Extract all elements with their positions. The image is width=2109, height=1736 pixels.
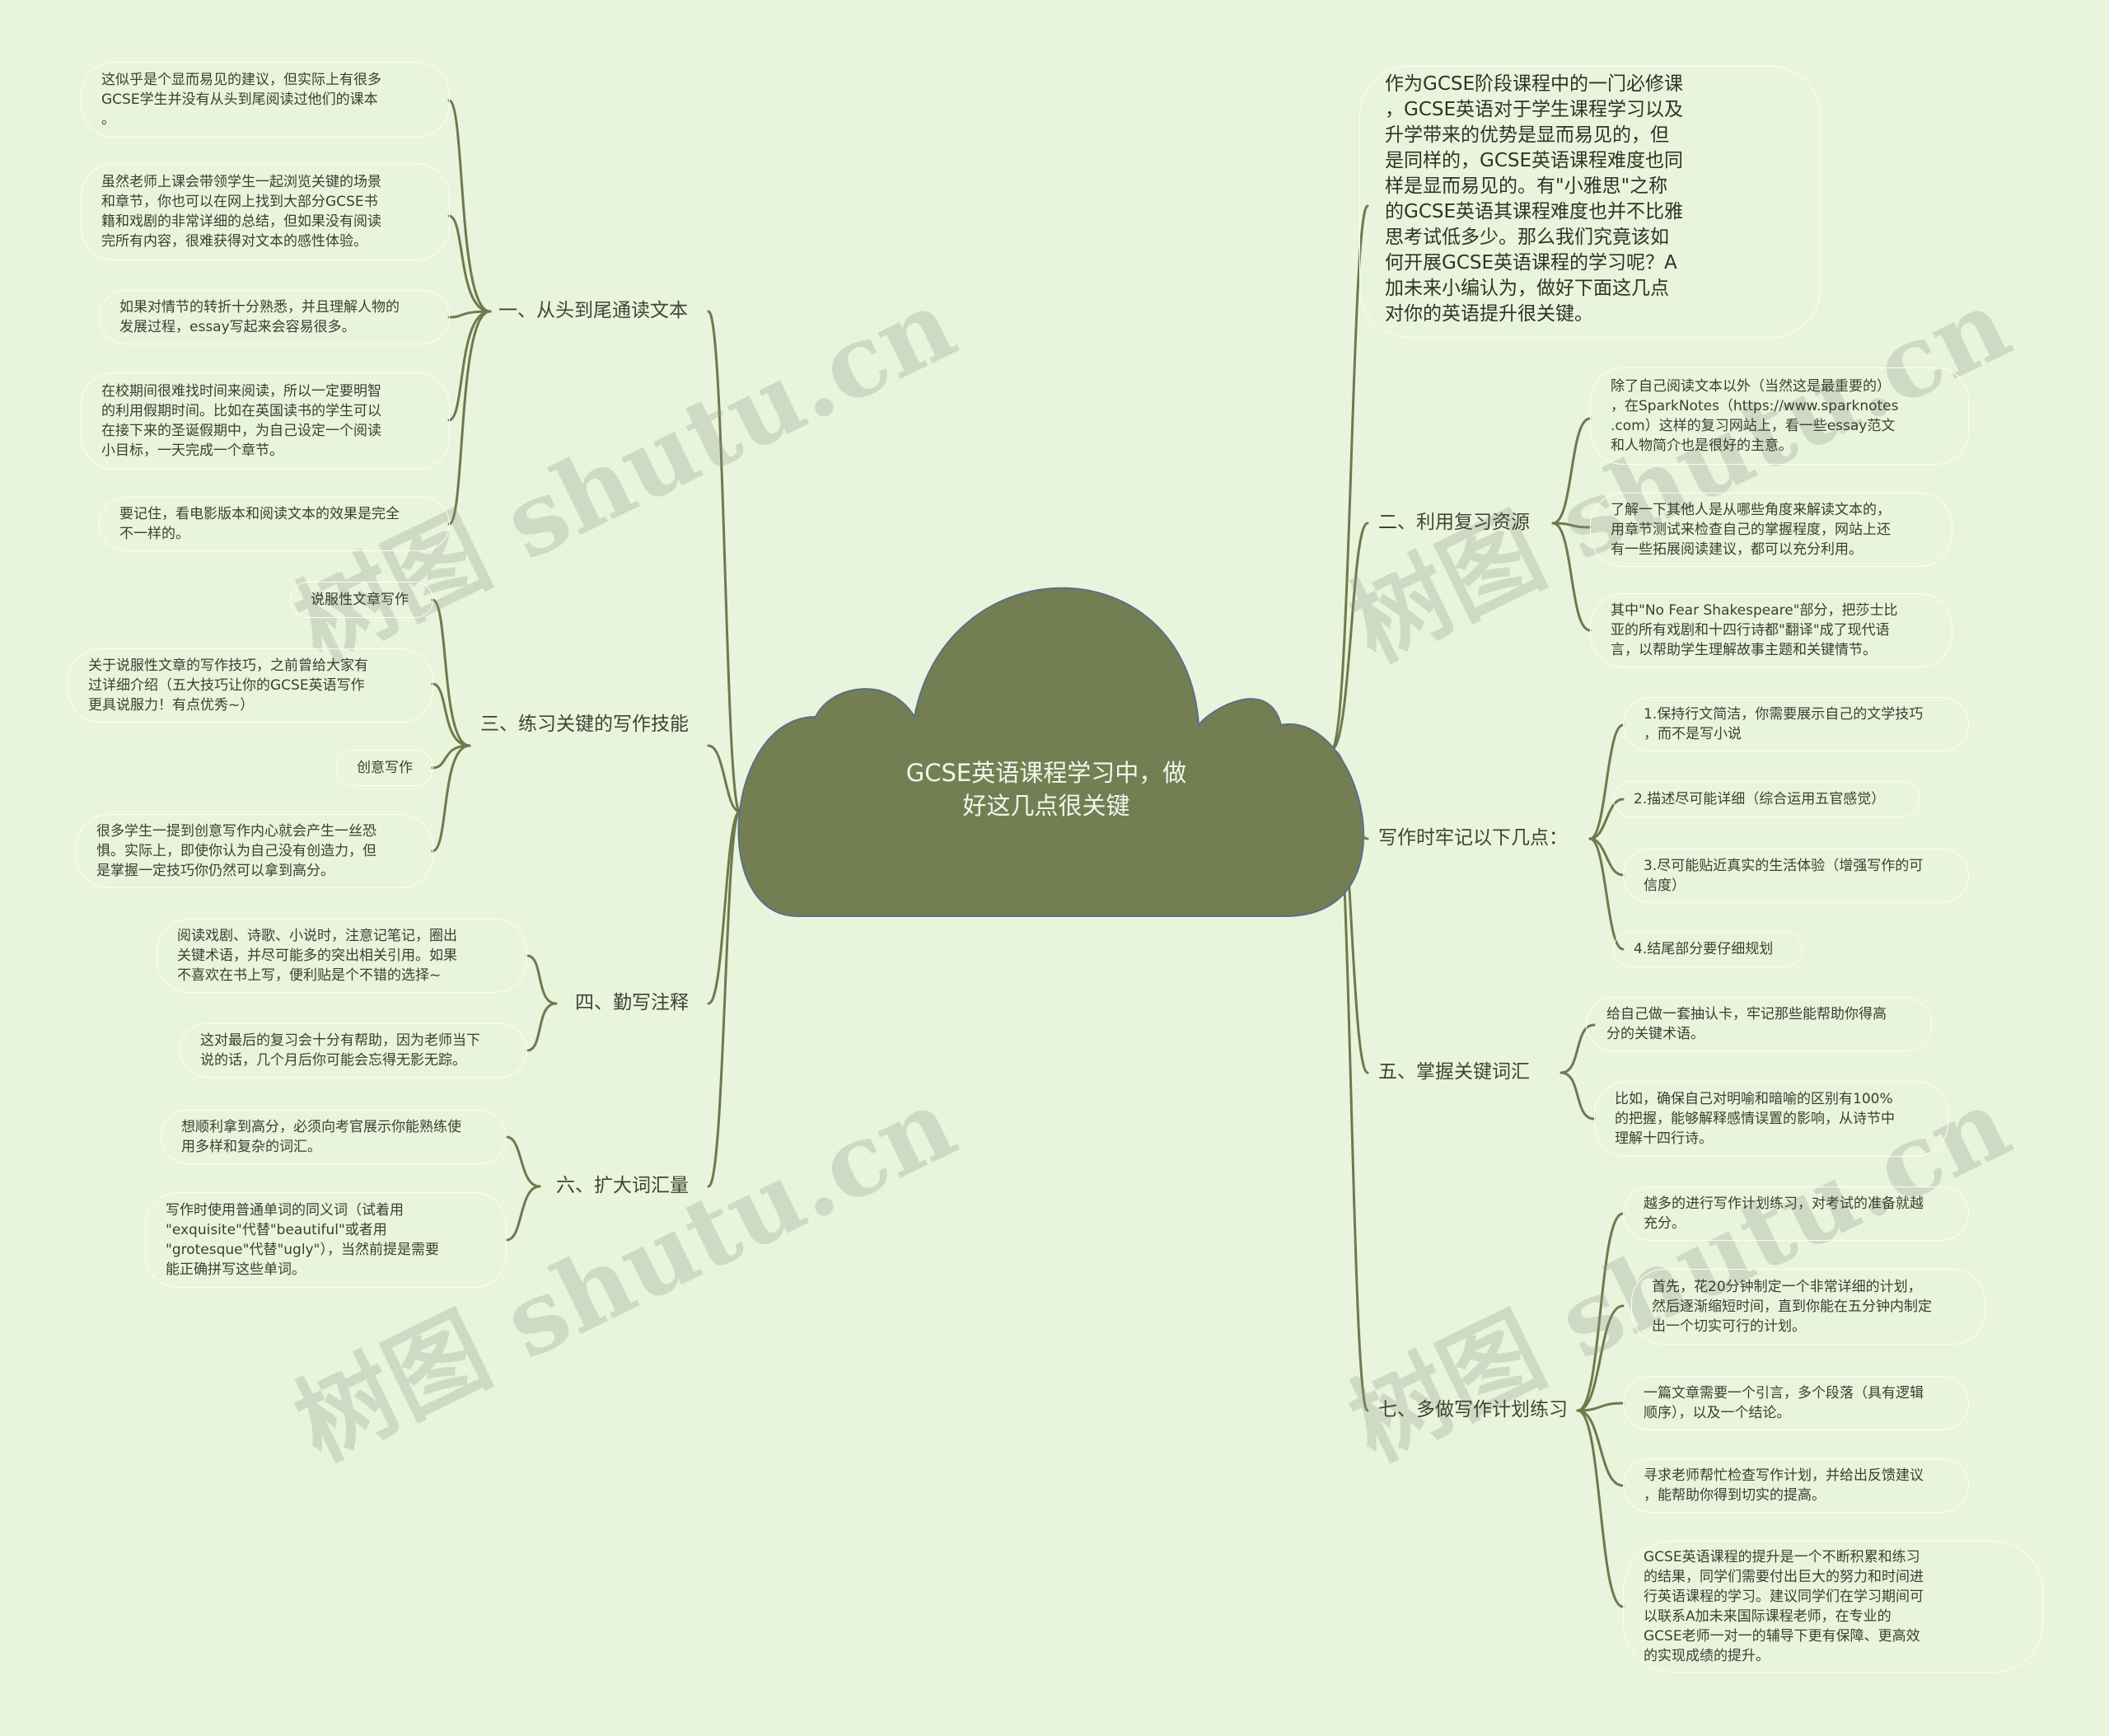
leaf-annotate-1[interactable]: 阅读戏剧、诗歌、小说时，注意记笔记，圈出 关键术语，并尽可能多的突出相关引用。如… bbox=[157, 919, 527, 993]
leaf-plan-2[interactable]: 首先，花20分钟制定一个非常详细的计划， 然后逐渐缩短时间，直到你能在五分钟内制… bbox=[1631, 1269, 1985, 1345]
leaf-read-2[interactable]: 虽然老师上课会带领学生一起浏览关键的场景 和章节，你也可以在网上找到大部分GCS… bbox=[81, 163, 450, 260]
branch-annotate[interactable]: 四、勤写注释 bbox=[575, 992, 689, 1013]
central-topic-title[interactable]: GCSE英语课程学习中，做 好这几点很关键 bbox=[905, 759, 1187, 820]
branch-vocabulary[interactable]: 六、扩大词汇量 bbox=[556, 1175, 689, 1196]
branch-key-terms[interactable]: 五、掌握关键词汇 bbox=[1378, 1061, 1530, 1083]
branch-read-through[interactable]: 一、从头到尾通读文本 bbox=[498, 300, 688, 321]
central-cloud bbox=[737, 587, 1365, 917]
leaf-tip-4[interactable]: 4.结尾部分要仔细规划 bbox=[1613, 931, 1803, 967]
intro-text[interactable]: 作为GCSE阶段课程中的一门必修课 ，GCSE英语对于学生课程学习以及 升学带来… bbox=[1359, 66, 1821, 338]
leaf-read-3[interactable]: 如果对情节的转折十分熟悉，并且理解人物的 发展过程，essay写起来会容易很多。 bbox=[99, 290, 450, 344]
leaf-skill-1[interactable]: 说服性文章写作 bbox=[290, 582, 433, 618]
leaf-read-1[interactable]: 这似乎是个显而易见的建议，但实际上有很多 GCSE学生并没有从头到尾阅读过他们的… bbox=[81, 62, 450, 138]
leaf-term-1[interactable]: 给自己做一套抽认卡，牢记那些能帮助你得高 分的关键术语。 bbox=[1586, 997, 1932, 1051]
leaf-vocab-1[interactable]: 想顺利拿到高分，必须向考官展示你能熟练使 用多样和复杂的词汇。 bbox=[161, 1110, 507, 1164]
branch-revision-resources[interactable]: 二、利用复习资源 bbox=[1378, 512, 1530, 533]
leaf-plan-1[interactable]: 越多的进行写作计划练习，对考试的准备就越 充分。 bbox=[1623, 1186, 1969, 1241]
leaf-vocab-2[interactable]: 写作时使用普通单词的同义词（试着用 "exquisite"代替"beautifu… bbox=[145, 1192, 507, 1288]
branch-writing-skills[interactable]: 三、练习关键的写作技能 bbox=[480, 714, 689, 735]
leaf-tip-2[interactable]: 2.描述尽可能详细（综合运用五官感觉） bbox=[1613, 781, 1920, 817]
leaf-annotate-2[interactable]: 这对最后的复习会十分有帮助，因为老师当下 说的话，几个月后你可能会忘得无影无踪。 bbox=[180, 1023, 527, 1078]
leaf-resource-3[interactable]: 其中"No Fear Shakespeare"部分，把莎士比 亚的所有戏剧和十四… bbox=[1590, 593, 1952, 667]
leaf-skill-4[interactable]: 很多学生一提到创意写作内心就会产生一丝恐 惧。实际上，即使你认为自己没有创造力，… bbox=[76, 814, 433, 888]
leaf-skill-2[interactable]: 关于说服性文章的写作技巧，之前曾给大家有 过详细介绍（五大技巧让你的GCSE英语… bbox=[68, 648, 433, 723]
branch-writing-tips[interactable]: 写作时牢记以下几点： bbox=[1378, 827, 1568, 849]
leaf-skill-3[interactable]: 创意写作 bbox=[336, 750, 433, 786]
leaf-tip-1[interactable]: 1.保持行文简洁，你需要展示自己的文学技巧 ，而不是写小说 bbox=[1623, 697, 1969, 751]
branch-planning-practice[interactable]: 七、多做写作计划练习 bbox=[1378, 1399, 1568, 1420]
leaf-resource-2[interactable]: 了解一下其他人是从哪些角度来解读文本的， 用章节测试来检查自己的掌握程度，网站上… bbox=[1590, 493, 1952, 567]
leaf-resource-1[interactable]: 除了自己阅读文本以外（当然这是最重要的） ，在SparkNotes（https:… bbox=[1590, 367, 1969, 465]
leaf-plan-3[interactable]: 一篇文章需要一个引言，多个段落（具有逻辑 顺序），以及一个结论。 bbox=[1623, 1376, 1969, 1430]
leaf-read-5[interactable]: 要记住，看电影版本和阅读文本的效果是完全 不一样的。 bbox=[99, 497, 450, 551]
leaf-read-4[interactable]: 在校期间很难找时间来阅读，所以一定要明智 的利用假期时间。比如在英国读书的学生可… bbox=[81, 372, 450, 470]
leaf-plan-4[interactable]: 寻求老师帮忙检查写作计划，并给出反馈建议 ，能帮助你得到切实的提高。 bbox=[1623, 1458, 1969, 1513]
leaf-term-2[interactable]: 比如，确保自己对明喻和暗喻的区别有100% 的把握，能够解释感情误置的影响，从诗… bbox=[1594, 1081, 1948, 1157]
leaf-plan-5[interactable]: GCSE英语课程的提升是一个不断积累和练习 的结果，同学们需要付出巨大的努力和时… bbox=[1623, 1541, 2043, 1673]
leaf-tip-3[interactable]: 3.尽可能贴近真实的生活体验（增强写作的可 信度） bbox=[1623, 849, 1969, 903]
